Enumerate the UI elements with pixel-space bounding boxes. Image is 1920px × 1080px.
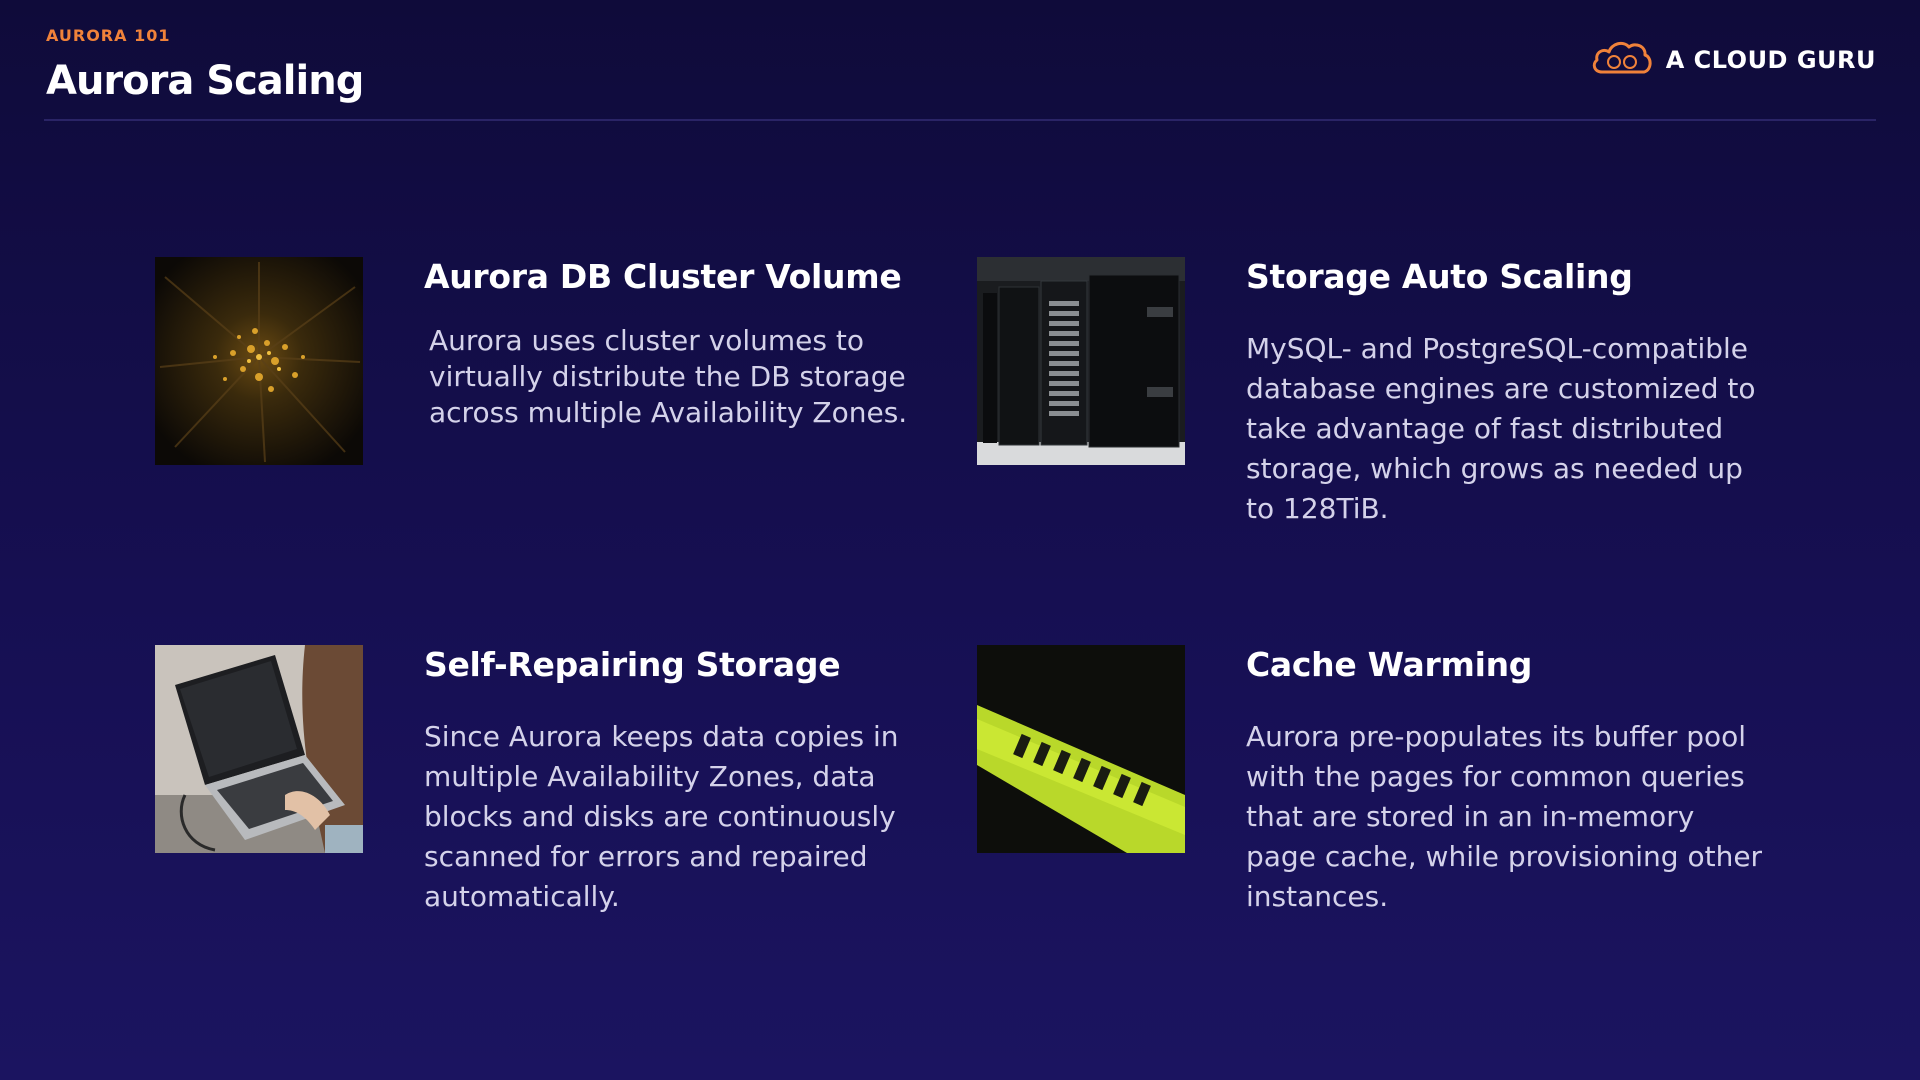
card-body: Aurora pre-populates its buffer pool wit… [1246, 720, 1763, 913]
card-cluster-volume: Aurora DB Cluster Volume Aurora uses clu… [155, 257, 955, 587]
slide-eyebrow: AURORA 101 [46, 26, 171, 45]
brand-logo: A CLOUD GURU [1590, 38, 1876, 82]
card-heading: Self-Repairing Storage [424, 645, 841, 684]
card-storage-auto-scaling: Storage Auto Scaling MySQL- and PostgreS… [977, 257, 1777, 587]
card-heading: Aurora DB Cluster Volume [424, 257, 902, 296]
slide-title: Aurora Scaling [46, 58, 364, 104]
card-body: Since Aurora keeps data copies in multip… [424, 720, 899, 913]
abstract-particles-image [155, 257, 363, 465]
card-body: Aurora uses cluster volumes to virtually… [429, 324, 908, 429]
server-racks-image [977, 257, 1185, 465]
card-heading: Storage Auto Scaling [1246, 257, 1633, 296]
card-cache-warming: Cache Warming Aurora pre-populates its b… [977, 645, 1777, 975]
laptop-typing-image [155, 645, 363, 853]
card-self-repairing-storage: Self-Repairing Storage Since Aurora keep… [155, 645, 955, 975]
brand-name: A CLOUD GURU [1665, 46, 1876, 74]
cloud-icon [1590, 38, 1654, 82]
card-heading: Cache Warming [1246, 645, 1533, 684]
card-body: MySQL- and PostgreSQL-compatible databas… [1246, 332, 1756, 525]
caution-tape-image [977, 645, 1185, 853]
header-divider [44, 119, 1876, 121]
